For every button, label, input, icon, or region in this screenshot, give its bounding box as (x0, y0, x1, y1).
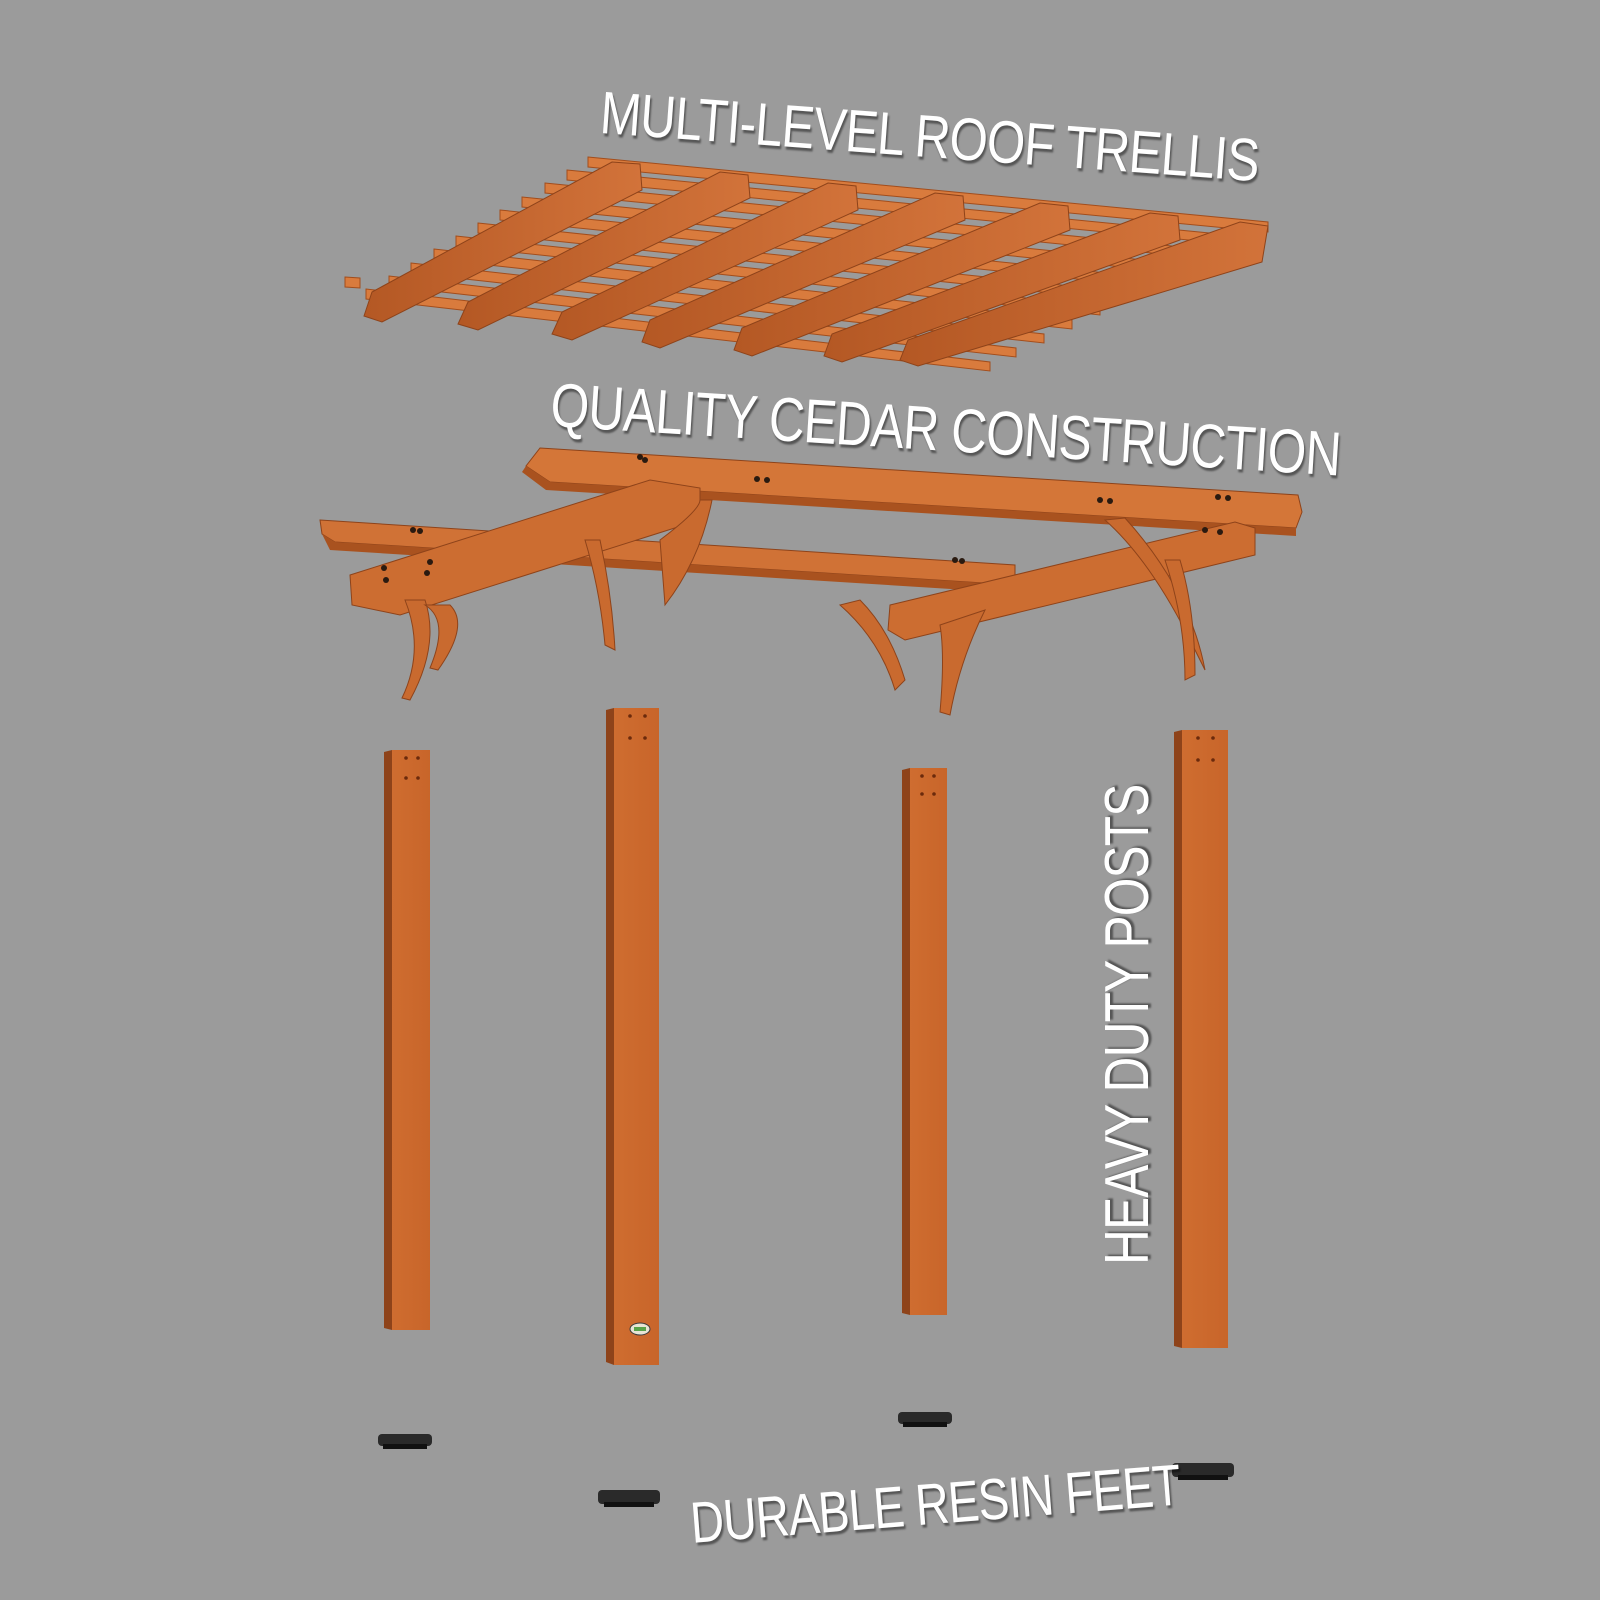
post-4 (1174, 730, 1228, 1348)
bolt-heads (381, 454, 1231, 583)
resin-foot-4 (1172, 1463, 1234, 1480)
trellis-boards (363, 161, 1269, 367)
resin-foot-2 (598, 1490, 660, 1507)
heavy-duty-posts-label: HEAVY DUTY POSTS (1093, 784, 1162, 1265)
resin-foot-3 (898, 1412, 952, 1427)
post-2 (606, 708, 659, 1365)
right-cross-beam (887, 521, 1256, 641)
resin-foot-1 (378, 1434, 432, 1449)
post-3 (902, 768, 947, 1315)
post-1 (384, 750, 430, 1330)
corner-braces (401, 499, 1206, 716)
